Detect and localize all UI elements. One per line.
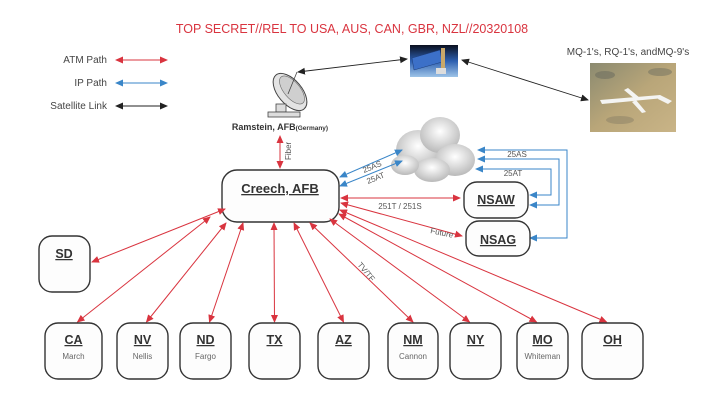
node-nsag[interactable]: NSAG [465, 220, 531, 257]
node-title: AZ [335, 333, 352, 347]
state-links [76, 209, 608, 323]
node-title: TX [267, 333, 284, 347]
ground-station-name: Ramstein, AFB [232, 122, 296, 132]
node-sd[interactable]: SD [38, 235, 91, 293]
node-title: NM [403, 333, 422, 347]
node-az[interactable]: AZ [317, 322, 370, 380]
legend-label-satellite: Satellite Link [50, 101, 108, 112]
state-nodes: CA March NV Nellis ND Fargo TX AZ NM Cannon NY MO Wh… [44, 322, 644, 380]
label-nsa-25at: 25AT [504, 169, 523, 178]
atm-link-creech-az [293, 222, 344, 323]
node-nsag-title: NSAG [480, 233, 516, 247]
node-subtitle: Fargo [195, 352, 216, 361]
drone-photo [590, 63, 676, 132]
node-box [179, 322, 232, 380]
legend-label-atm: ATM Path [63, 55, 107, 66]
label-251t-251s: 251T / 251S [378, 202, 421, 211]
node-subtitle: Whiteman [524, 352, 560, 361]
satellite-icon [410, 45, 458, 77]
node-title: MO [532, 333, 552, 347]
uav-label: MQ-1's, RQ-1's, andMQ-9's [567, 47, 689, 58]
node-nv[interactable]: NV Nellis [116, 322, 169, 380]
hub-creech-afb[interactable]: Creech, AFB [221, 169, 340, 223]
satellite-link-ramstein [297, 56, 408, 75]
node-tx[interactable]: TX [248, 322, 301, 380]
node-box [516, 322, 569, 380]
fiber-label: Fiber [284, 141, 293, 160]
node-nm[interactable]: NM Cannon [387, 322, 439, 380]
legend: ATM Path IP Path Satellite Link [50, 55, 168, 112]
node-title: NY [467, 333, 485, 347]
node-title: CA [64, 333, 82, 347]
atm-link-creech-sd [91, 208, 226, 263]
node-title: NV [134, 333, 152, 347]
node-nsaw-title: NSAW [477, 193, 515, 207]
ip-link-nsaw-cloud-25as [477, 155, 560, 209]
cloud-icon [391, 117, 475, 182]
node-title: OH [603, 333, 622, 347]
node-box [248, 322, 301, 380]
node-ca[interactable]: CA March [44, 322, 103, 380]
atm-link-creech-ca [76, 216, 211, 323]
ground-station-country: (Germany) [296, 125, 329, 132]
ip-link-creech-cloud-25at [339, 160, 403, 187]
hub-title: Creech, AFB [241, 181, 319, 196]
atm-link-creech-nd [208, 222, 245, 323]
node-subtitle: Nellis [133, 352, 153, 361]
node-box [581, 322, 644, 380]
ground-station-label: Ramstein, AFB(Germany) [232, 122, 328, 132]
ip-link-nsaw-cloud-25at [475, 165, 552, 199]
node-subtitle: March [62, 352, 84, 361]
label-future: Future [430, 226, 455, 240]
node-box [44, 322, 103, 380]
node-mo[interactable]: MO Whiteman [516, 322, 569, 380]
node-oh[interactable]: OH [581, 322, 644, 380]
node-sd-title: SD [55, 247, 72, 261]
node-subtitle: Cannon [399, 352, 427, 361]
node-box [116, 322, 169, 380]
atm-link-creech-oh [339, 209, 608, 323]
satellite-link-uav [461, 58, 589, 102]
node-title: ND [196, 333, 214, 347]
classification-banner: TOP SECRET//REL TO USA, AUS, CAN, GBR, N… [176, 22, 528, 36]
node-box [449, 322, 502, 380]
node-nd[interactable]: ND Fargo [179, 322, 232, 380]
node-ny[interactable]: NY [449, 322, 502, 380]
legend-label-ip: IP Path [74, 78, 107, 89]
node-box [387, 322, 439, 380]
label-tv-tf: TV/TF [355, 261, 376, 284]
node-box [317, 322, 370, 380]
node-nsaw[interactable]: NSAW [463, 181, 529, 219]
satellite-dish-icon [267, 71, 308, 118]
label-nsa-25as: 25AS [507, 150, 527, 159]
atm-link-creech-tx [270, 222, 278, 323]
